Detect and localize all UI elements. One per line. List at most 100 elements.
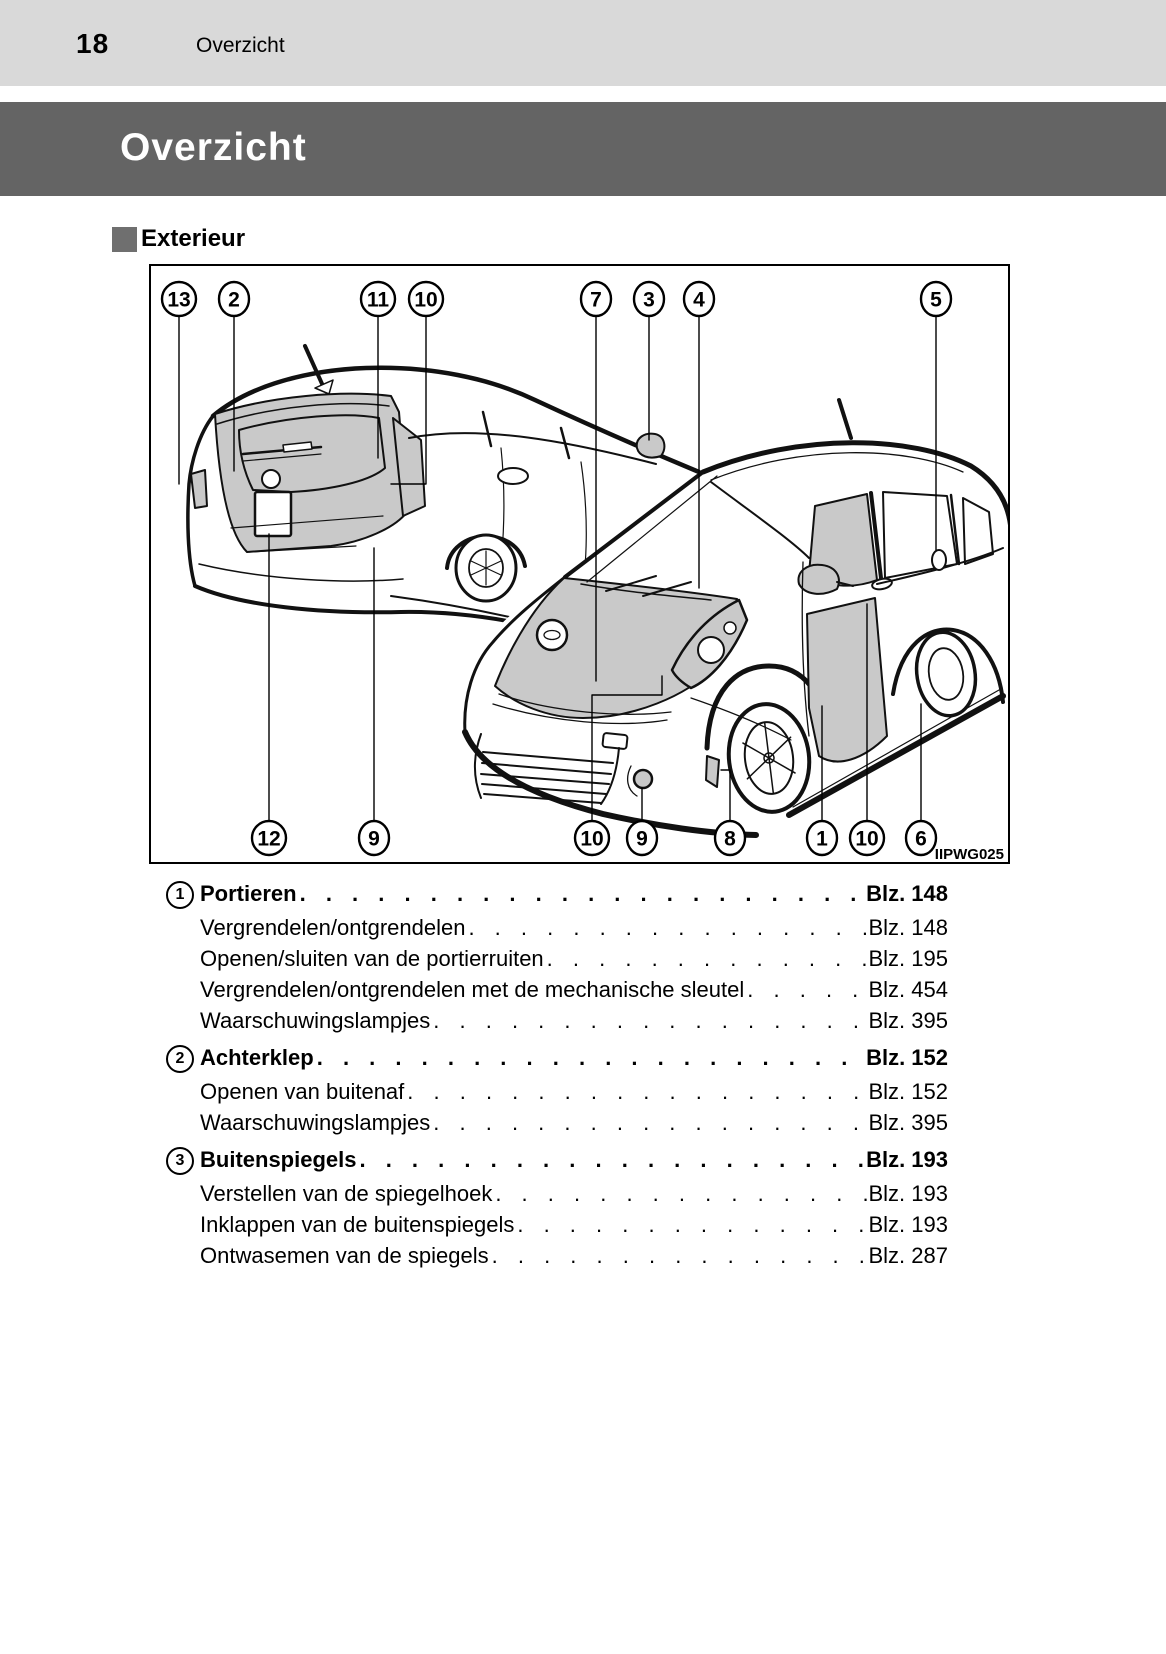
toc-page-ref: Blz. 395 — [868, 1008, 949, 1033]
toc-page-ref: Blz. 195 — [868, 946, 949, 971]
rear-window — [238, 414, 386, 493]
toc-label: Achterklep — [200, 1045, 314, 1070]
rear-emblem — [261, 469, 281, 489]
taillight-left — [190, 469, 208, 509]
toc-sub-row: Openen van buitenaf. . . . . . . . . . .… — [166, 1076, 948, 1107]
figure-code: IIPWG025 — [935, 846, 1004, 862]
toc-sub-row: Ontwasemen van de spiegels. . . . . . . … — [166, 1240, 948, 1271]
callout-number: 5 — [930, 289, 942, 312]
callout-number: 4 — [693, 289, 705, 312]
dot-leader: . . . . . . . . . . . . . . . . . . . . … — [747, 977, 868, 1002]
callout-number: 13 — [167, 289, 190, 312]
front-view-car — [460, 398, 1008, 838]
item-number-badge: 1 — [166, 881, 194, 909]
fuel-door — [931, 549, 947, 571]
toc-page-ref: Blz. 395 — [868, 1110, 949, 1135]
toc-label: Openen/sluiten van de portierruiten — [200, 946, 544, 971]
antenna — [837, 398, 853, 440]
toc-label: Openen van buitenaf — [200, 1079, 405, 1104]
callout-circle-10 — [848, 819, 886, 857]
dot-leader: . . . . . . . . . . . . . . . . . . . . … — [433, 1008, 868, 1033]
callout-number: 2 — [228, 289, 240, 312]
callout-number: 11 — [367, 289, 390, 312]
rear-car-mirror — [635, 432, 666, 459]
front-car-rear-wheel — [914, 630, 978, 718]
callout-number: 9 — [368, 828, 380, 851]
toc-sub-row: Vergrendelen/ontgrendelen. . . . . . . .… — [166, 912, 948, 943]
front-emblem — [535, 618, 569, 652]
callout-circle-12 — [250, 819, 288, 857]
callout-number: 3 — [643, 289, 655, 312]
dot-leader: . . . . . . . . . . . . . . . . . . . . … — [517, 1212, 868, 1237]
running-header-band: 18 Overzicht — [0, 0, 1166, 86]
dot-leader: . . . . . . . . . . . . . . . . . . . . … — [433, 1110, 868, 1135]
toc-page-ref: Blz. 148 — [868, 915, 949, 940]
callout-number: 10 — [414, 289, 437, 312]
dot-leader: . . . . . . . . . . . . . . . . . . . . … — [316, 1045, 866, 1070]
callout-number: 6 — [915, 828, 927, 851]
antenna — [303, 344, 325, 388]
callout-circle-13 — [160, 280, 198, 318]
callout-circle-1 — [805, 819, 839, 857]
toc-sub-row: Inklappen van de buitenspiegels. . . . .… — [166, 1209, 948, 1240]
callout-circle-7 — [579, 280, 613, 318]
fog-lamp — [632, 768, 654, 790]
callout-leader-10 — [591, 675, 663, 822]
callout-number: 7 — [590, 289, 602, 312]
rear-door-handle — [497, 467, 529, 485]
rear-view-car — [186, 344, 702, 640]
toc-label: Vergrendelen/ontgrendelen met de mechani… — [200, 977, 745, 1002]
callout-number: 10 — [580, 828, 603, 851]
side-mirror-shaded — [797, 563, 840, 595]
toc-label: Vergrendelen/ontgrendelen — [200, 915, 466, 940]
callout-circle-9 — [357, 819, 391, 857]
callout-number: 9 — [636, 828, 648, 851]
license-plate-recess — [253, 490, 293, 538]
toc-sub-row: Waarschuwingslampjes. . . . . . . . . . … — [166, 1005, 948, 1036]
callout-circle-8 — [713, 819, 747, 857]
callout-circle-5 — [919, 280, 953, 318]
item-number-badge: 3 — [166, 1147, 194, 1175]
lower-grille-slats — [480, 751, 614, 804]
front-door-shaded — [806, 597, 888, 763]
toc-page-ref: Blz. 193 — [866, 1147, 948, 1172]
page-number: 18 — [76, 28, 110, 59]
toc-page-ref: Blz. 193 — [868, 1212, 949, 1237]
dot-leader: . . . . . . . . . . . . . . . . . . . . … — [468, 915, 868, 940]
callout-circle-4 — [682, 280, 716, 318]
section-header: Exterieur — [112, 224, 245, 254]
callout-circle-10 — [407, 280, 445, 318]
callout-leader-10 — [390, 315, 427, 485]
callout-circle-2 — [217, 280, 251, 318]
toc-page-ref: Blz. 193 — [868, 1181, 949, 1206]
dot-leader: . . . . . . . . . . . . . . . . . . . . … — [491, 1243, 869, 1268]
plate-mount — [601, 732, 629, 750]
toc-label: Verstellen van de spiegelhoek — [200, 1181, 493, 1206]
callout-leader-8 — [720, 769, 731, 822]
running-header-title: Overzicht — [196, 34, 285, 57]
toc-sub-row: Waarschuwingslampjes. . . . . . . . . . … — [166, 1107, 948, 1138]
callout-number: 8 — [724, 828, 736, 851]
tailgate-handle — [282, 441, 313, 453]
dot-leader: . . . . . . . . . . . . . . . . . . . . … — [299, 881, 866, 906]
toc-label: Ontwasemen van de spiegels — [200, 1243, 489, 1268]
dot-leader: . . . . . . . . . . . . . . . . . . . . … — [407, 1079, 868, 1104]
toc-label: Portieren — [200, 881, 297, 906]
callout-circle-11 — [359, 280, 397, 318]
toc-label: Waarschuwingslampjes — [200, 1110, 431, 1135]
toc-sub-row: Openen/sluiten van de portierruiten. . .… — [166, 943, 948, 974]
toc-label: Waarschuwingslampjes — [200, 1008, 431, 1033]
callout-circle-6 — [904, 819, 938, 857]
quarter-window — [962, 497, 994, 565]
callout-number: 1 — [816, 828, 828, 851]
toc-page-ref: Blz. 152 — [868, 1079, 949, 1104]
chapter-banner: Overzicht — [0, 102, 1166, 196]
callout-circle-9 — [625, 819, 659, 857]
